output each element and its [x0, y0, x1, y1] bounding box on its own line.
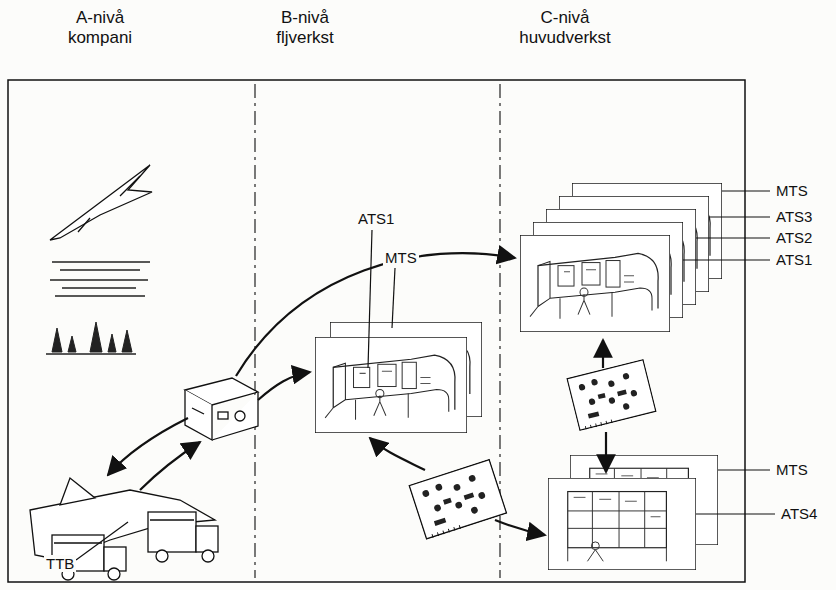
leader-line: [76, 191, 775, 560]
part-label: ATS4: [779, 505, 819, 522]
test-unit: [185, 378, 258, 440]
frame: [8, 80, 745, 582]
workstation: [548, 478, 696, 570]
part-label: ATS2: [774, 229, 814, 246]
part-label: ATS1: [356, 210, 396, 227]
part-label: ATS1: [774, 251, 814, 268]
circuit-board: [567, 360, 656, 431]
level-heading: A-nivå kompani: [68, 8, 132, 49]
part-label: MTS: [774, 182, 810, 199]
workstation: [520, 235, 670, 332]
workstation: [315, 337, 467, 433]
part-label: MTS: [383, 249, 419, 266]
part-label: ATS3: [774, 208, 814, 225]
water: [50, 262, 150, 296]
part-label: TTB: [44, 555, 76, 572]
divider: [254, 84, 255, 578]
flow-arrow: [108, 253, 606, 535]
level-heading: C-nivå huvudverkst: [519, 8, 611, 49]
trees: [46, 322, 136, 354]
part-label: MTS: [774, 461, 810, 478]
aircraft-and-trucks: [30, 478, 218, 580]
jet-aircraft: [50, 165, 152, 240]
circuit-board: [409, 460, 507, 540]
level-heading: B-nivå fljverkst: [276, 8, 334, 49]
